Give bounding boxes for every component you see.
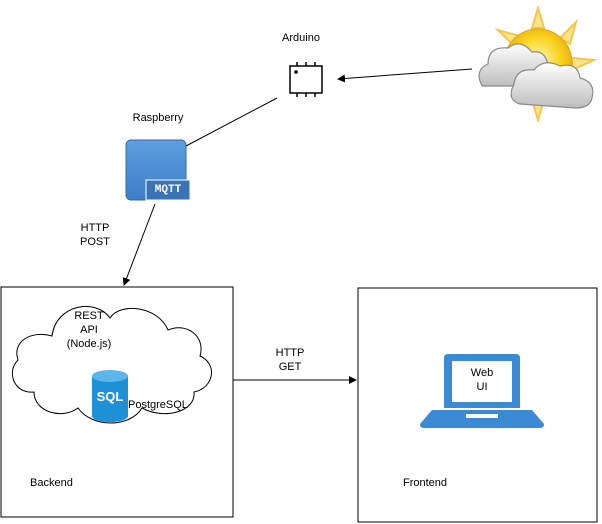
arduino-chip-icon [289, 62, 323, 97]
http-post-label-line2: POST [80, 236, 110, 248]
frontend-box [357, 287, 598, 523]
rest-api-label-line1: REST [74, 310, 104, 322]
mqtt-broker-icon [125, 139, 191, 201]
http-get-label-line2: GET [278, 361, 302, 373]
backend-box [0, 286, 234, 518]
edge-weather-to-arduino [337, 68, 473, 83]
laptop-icon [420, 354, 544, 428]
sql-database-icon [92, 370, 128, 422]
arduino-label: Arduino [282, 32, 320, 44]
http-get-label-line1: HTTP [275, 347, 305, 359]
backend-cloud-shape [12, 305, 212, 424]
backend-label: Backend [30, 477, 73, 489]
sun-behind-clouds-icon [478, 4, 598, 124]
frontend-label: Frontend [403, 477, 448, 489]
http-post-label-line1: HTTP [80, 222, 110, 234]
web-ui-label-line2: UI [476, 381, 488, 393]
rest-api-label-line3: (Node.js) [66, 338, 112, 350]
rest-api-label-line2: API [80, 324, 98, 336]
mqtt-badge-text: MQTT [154, 184, 182, 196]
edge-arduino-to-raspberry [185, 97, 278, 147]
raspberry-label: Raspberry [132, 112, 184, 124]
edge-raspberry-to-backend [122, 203, 156, 286]
postgresql-label: PostgreSQL [128, 399, 188, 411]
sql-icon-text: SQL [96, 389, 124, 404]
web-ui-label-line1: Web [470, 367, 494, 379]
